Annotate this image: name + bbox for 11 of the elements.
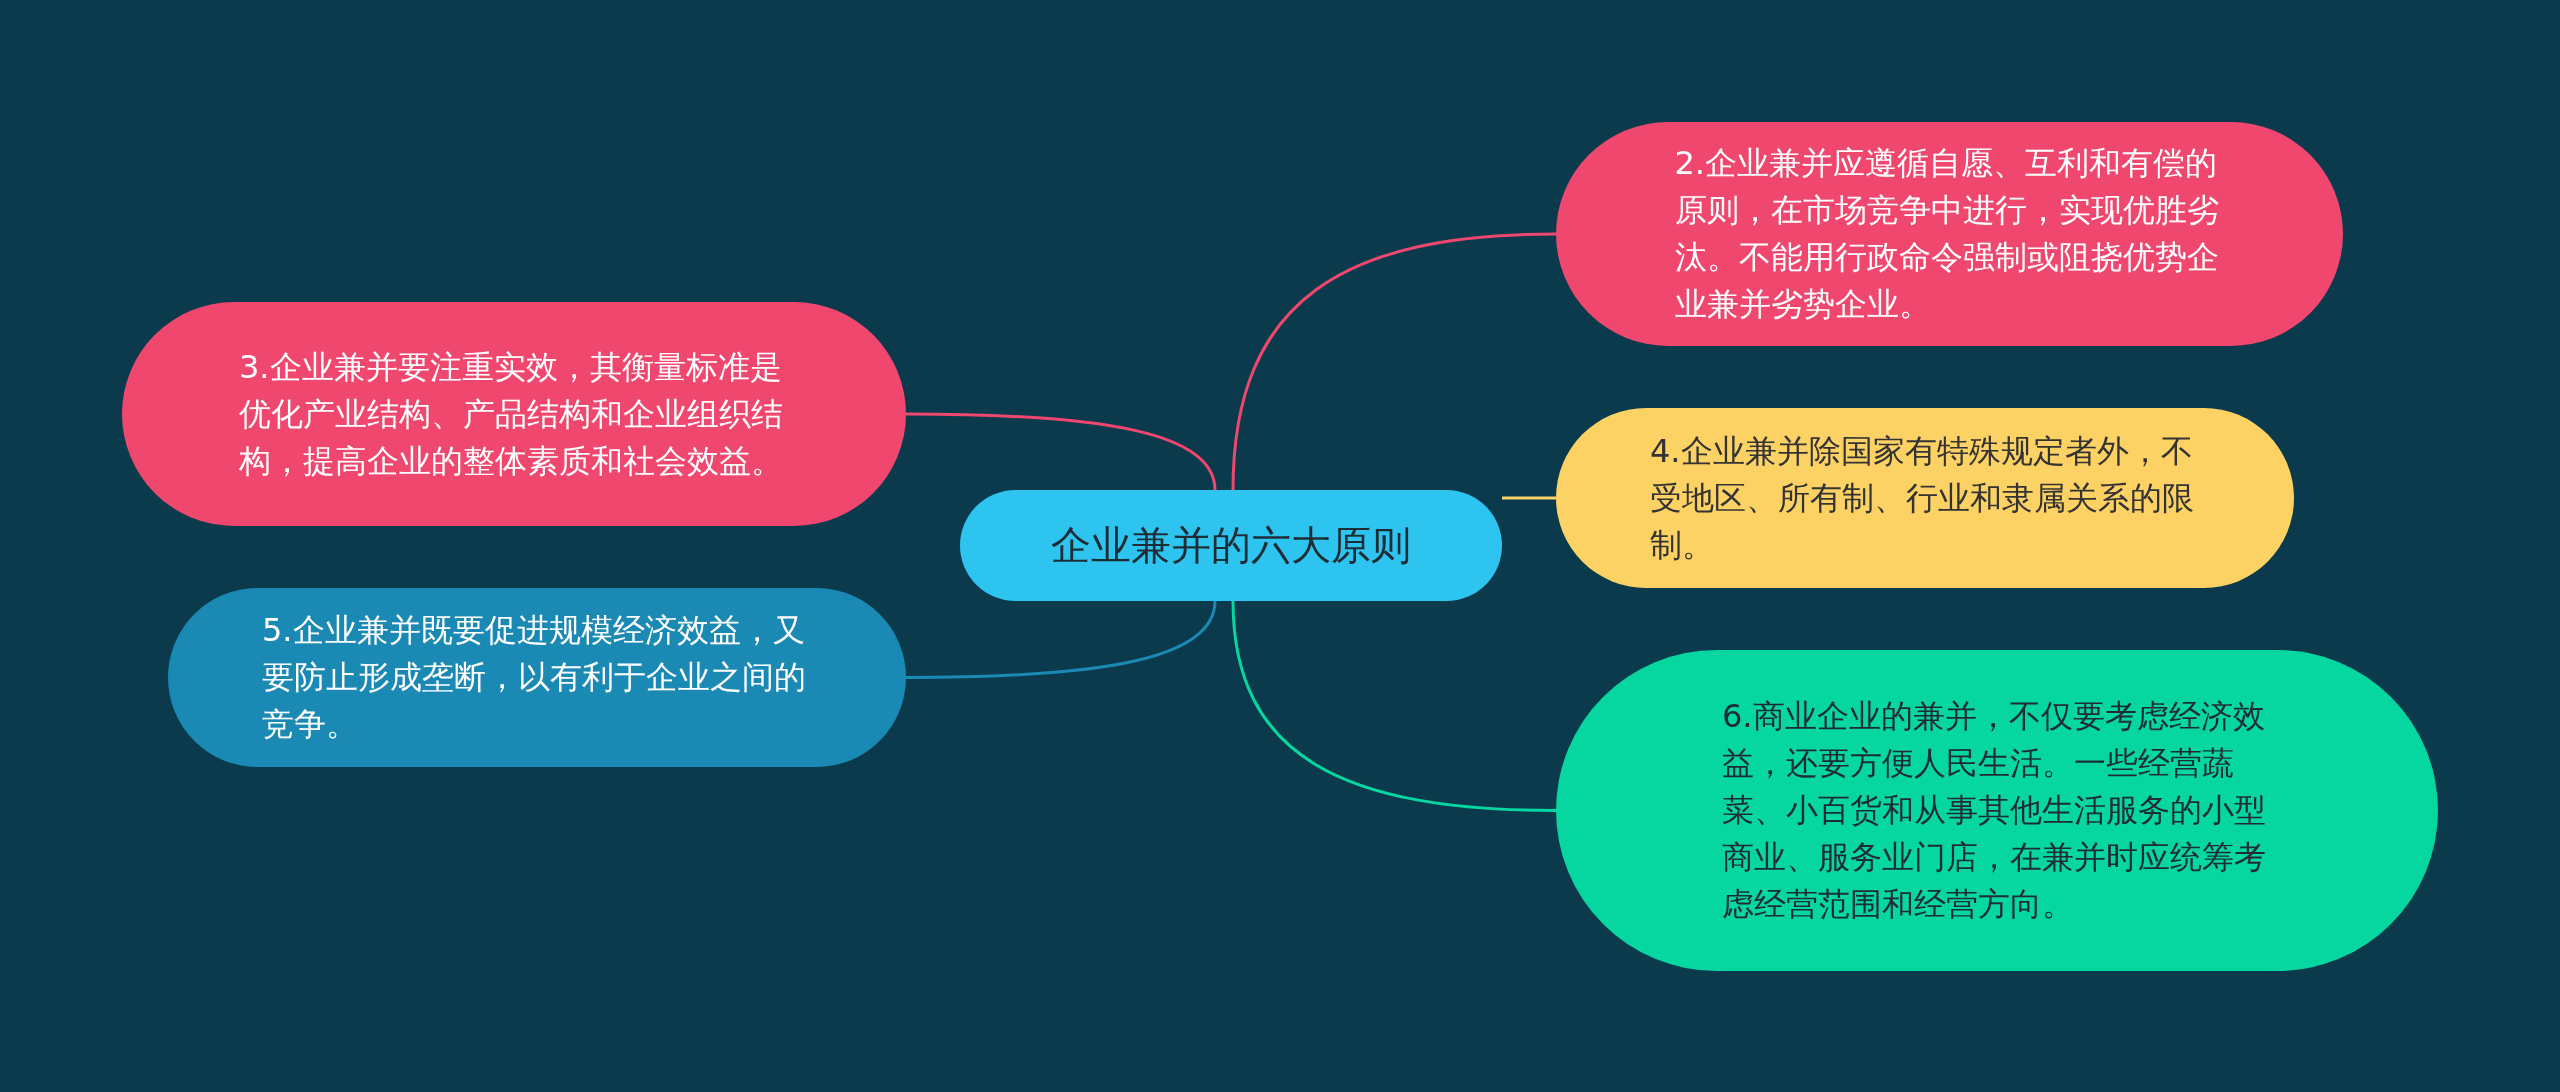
- connector-line: [1231, 232, 1557, 491]
- connector-line: [906, 600, 1217, 679]
- branch-text: 6.商业企业的兼并，不仅要考虑经济效益，还要方便人民生活。一些经营蔬菜、小百货和从事其他生活服务的小型商业、服务业门店，在兼并时应统筹考虑经营范围和经营方向。: [1722, 696, 2267, 925]
- branch-text: 4.企业兼并除国家有特殊规定者外，不受地区、所有制、行业和隶属关系的限制。: [1650, 430, 2195, 566]
- connector-line: [1231, 600, 1557, 812]
- connector-line: [906, 412, 1217, 491]
- branch-text: 2.企业兼并应遵循自愿、互利和有偿的原则，在市场竞争中进行，实现优胜劣汰。不能用行政命令强制或阻挠优势企业兼并劣势企业。: [1674, 143, 2220, 325]
- connector-line: [1502, 496, 1556, 500]
- branch-text: 5.企业兼并既要促进规模经济效益，又要防止形成垄断，以有利于企业之间的竞争。: [262, 610, 807, 745]
- topic-text: 企业兼并的六大原则: [1051, 522, 1411, 569]
- branch-text: 3.企业兼并要注重实效，其衡量标准是优化产业结构、产品结构和企业组织结构，提高企业的整体素质和社会效益。: [239, 346, 784, 482]
